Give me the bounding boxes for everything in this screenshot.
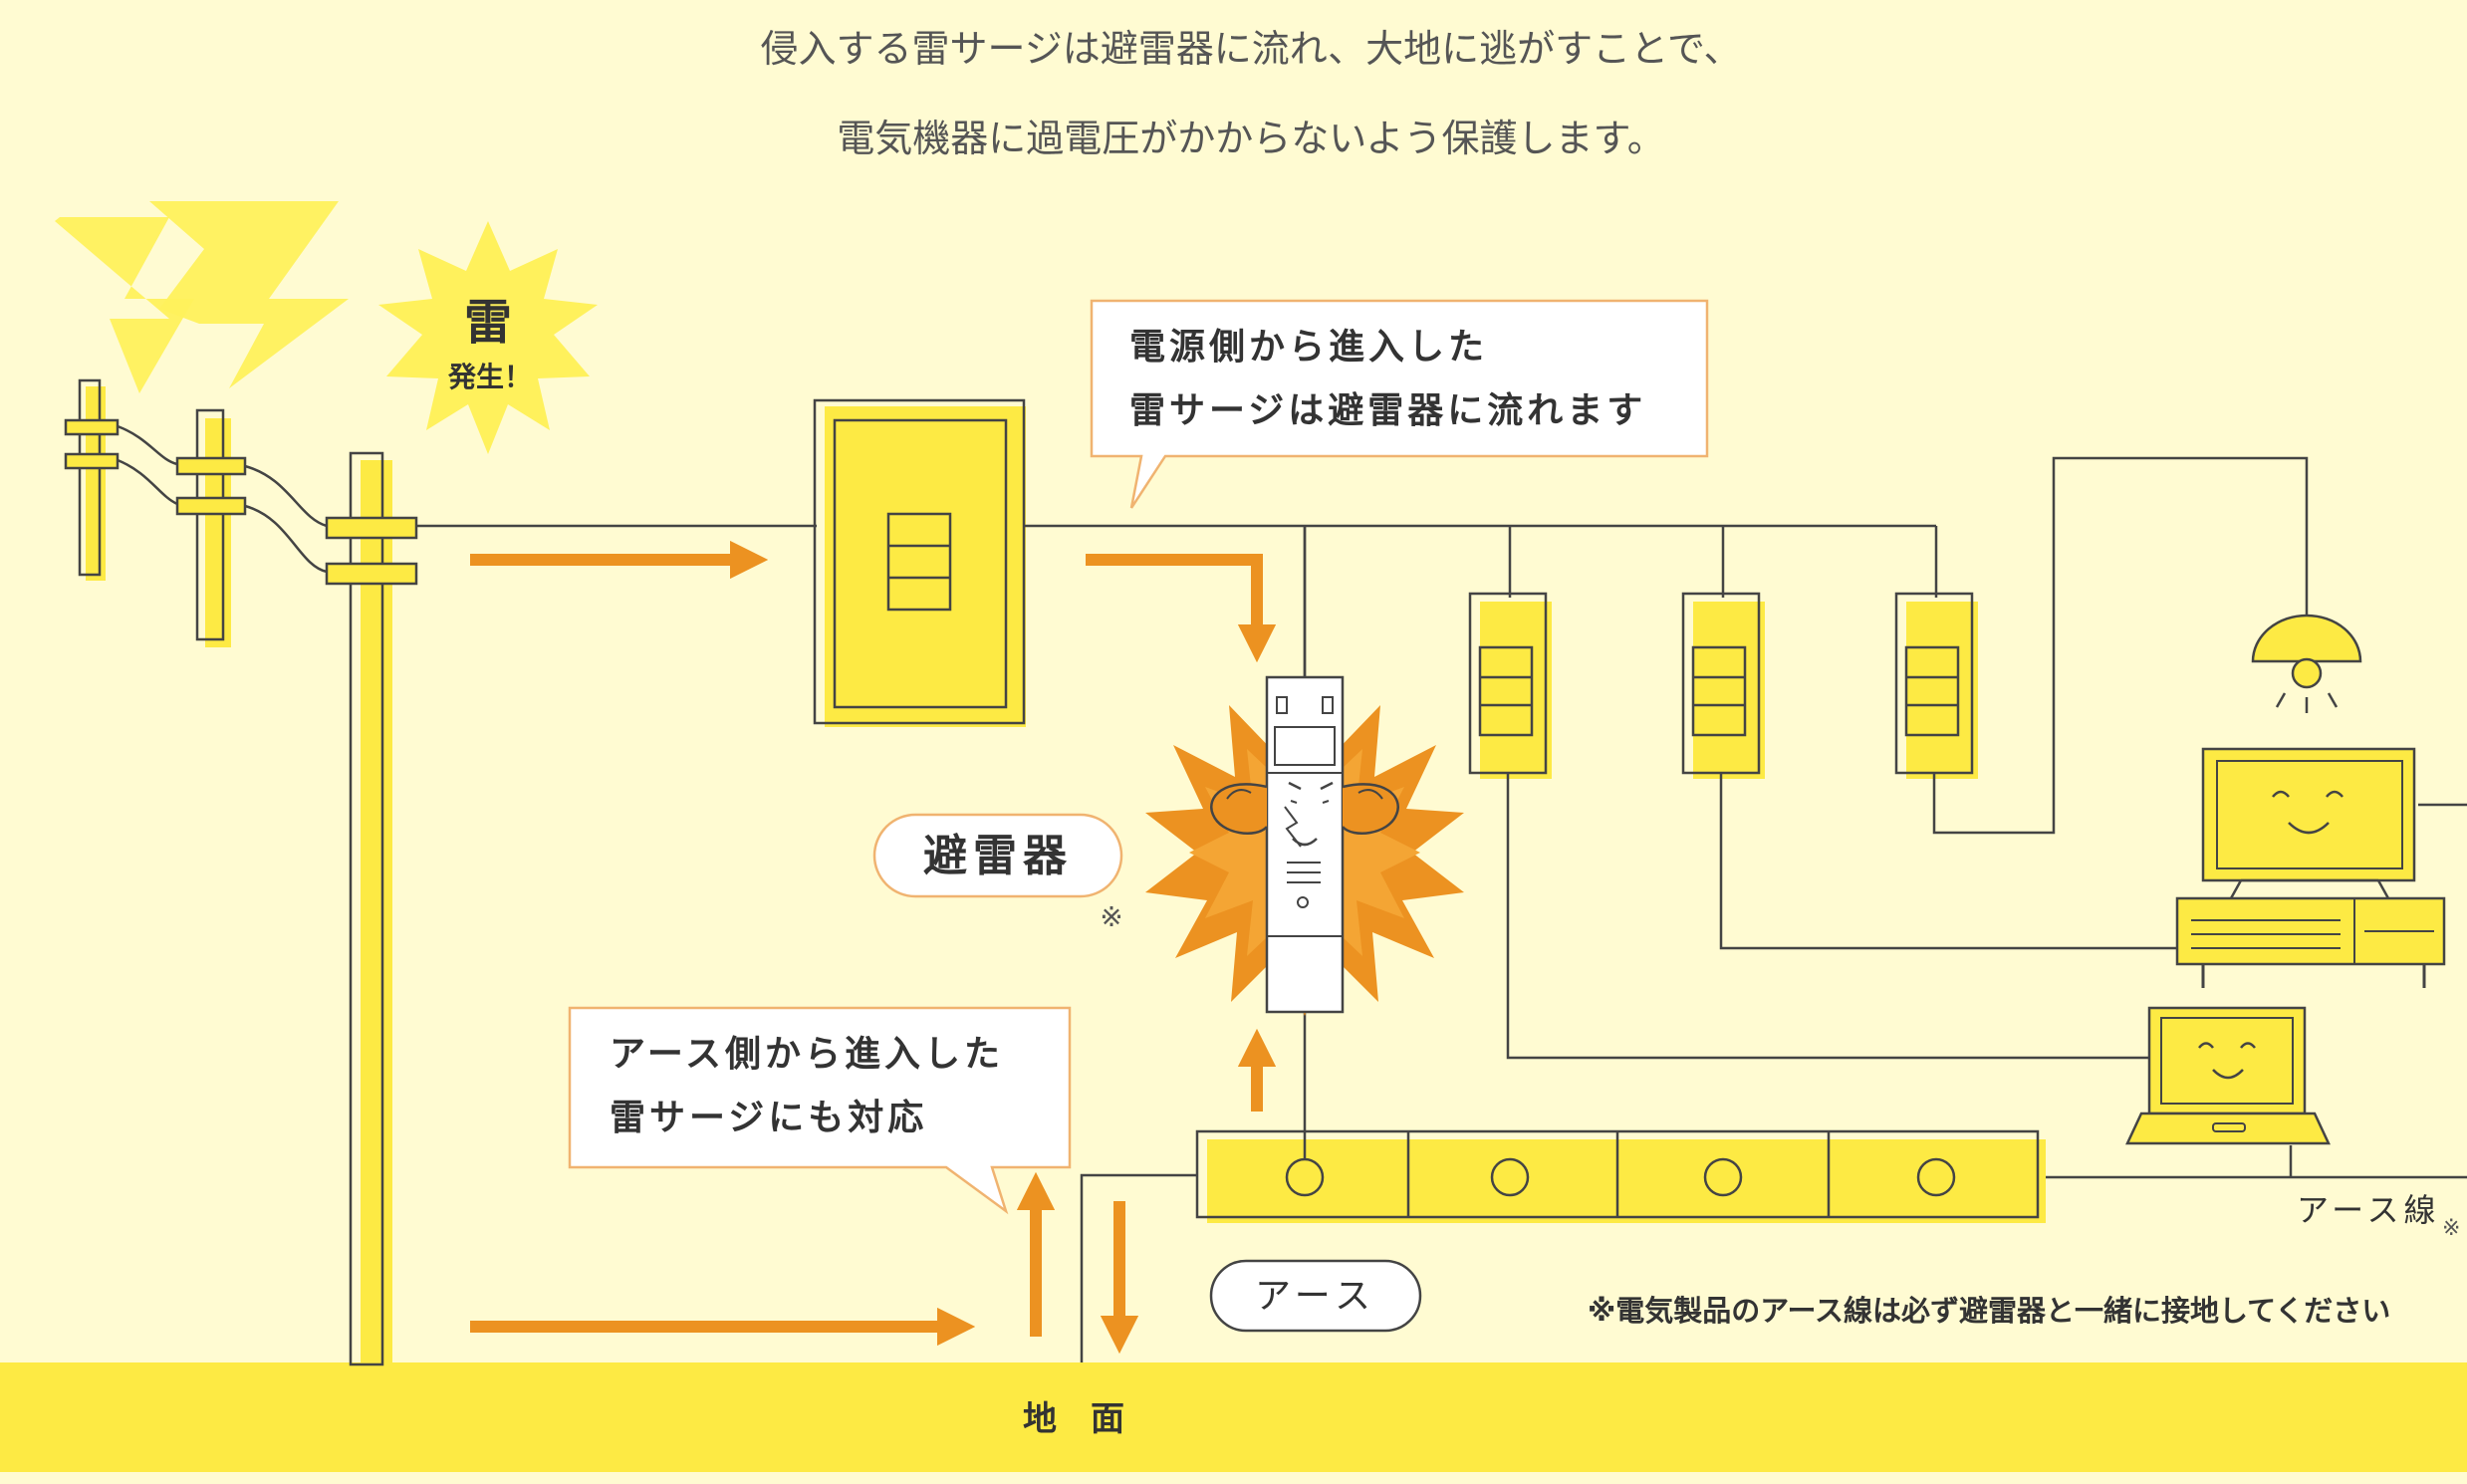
arrester-label-pill: 避雷器 ※ bbox=[872, 813, 1123, 933]
callout-power-side: 電源側から進入した 雷サージは避雷器に流れます bbox=[1090, 299, 1709, 509]
callout-earth-side-line-2: 雷サージにも対応 bbox=[610, 1098, 927, 1138]
breaker-icon bbox=[1681, 592, 1765, 779]
utility-pole-icon bbox=[64, 378, 418, 1366]
distribution-board-icon bbox=[813, 398, 1026, 727]
callout-power-side-line-1: 電源側から進入した bbox=[1129, 327, 1488, 368]
arrester-label: 避雷器 bbox=[923, 831, 1073, 881]
lightning-starburst: 雷 発生！ bbox=[378, 221, 598, 454]
earth-wire-note-mark: ※ bbox=[2442, 1216, 2460, 1241]
lightning-title: 雷 bbox=[464, 295, 512, 351]
earth-label: アース bbox=[1255, 1276, 1376, 1317]
laptop-icon bbox=[2125, 1006, 2331, 1145]
surge-arrows bbox=[470, 540, 1277, 1355]
arrow-to-arrester bbox=[1086, 554, 1277, 663]
breaker-icon bbox=[1468, 592, 1552, 779]
breaker-icon bbox=[1894, 592, 1978, 779]
callout-earth-side: アース側から進入した 雷サージにも対応 bbox=[568, 1006, 1072, 1215]
lightning-bolt-icon bbox=[55, 201, 349, 393]
surge-arrester-icon bbox=[1210, 675, 1399, 1014]
lightning-subtitle: 発生！ bbox=[447, 361, 532, 393]
earth-label-pill: アース bbox=[1209, 1259, 1422, 1333]
ground-band bbox=[0, 1362, 2467, 1472]
callout-earth-side-line-1: アース側から進入した bbox=[610, 1034, 1004, 1075]
callout-power-side-line-2: 雷サージは避雷器に流れます bbox=[1129, 390, 1646, 431]
earth-ground-wire bbox=[1080, 1173, 1197, 1362]
arrester-note-mark: ※ bbox=[1100, 900, 1122, 933]
desktop-pc-icon bbox=[2175, 747, 2446, 988]
heading-line-2: 電気機器に過電圧がかからないよう保護します。 bbox=[837, 117, 1664, 160]
earth-wire-label: アース線 bbox=[2297, 1191, 2440, 1229]
ceiling-light-icon bbox=[2251, 614, 2362, 713]
footnote: ※電気製品のアース線は必ず避雷器と一緒に接地してください bbox=[1588, 1294, 2390, 1328]
heading-line-1: 侵入する雷サージは避雷器に流れ、大地に逃がすことで、 bbox=[761, 27, 1742, 71]
ground-label: 地 面 bbox=[1023, 1399, 1124, 1439]
earth-terminal-icon bbox=[1195, 1129, 2046, 1223]
